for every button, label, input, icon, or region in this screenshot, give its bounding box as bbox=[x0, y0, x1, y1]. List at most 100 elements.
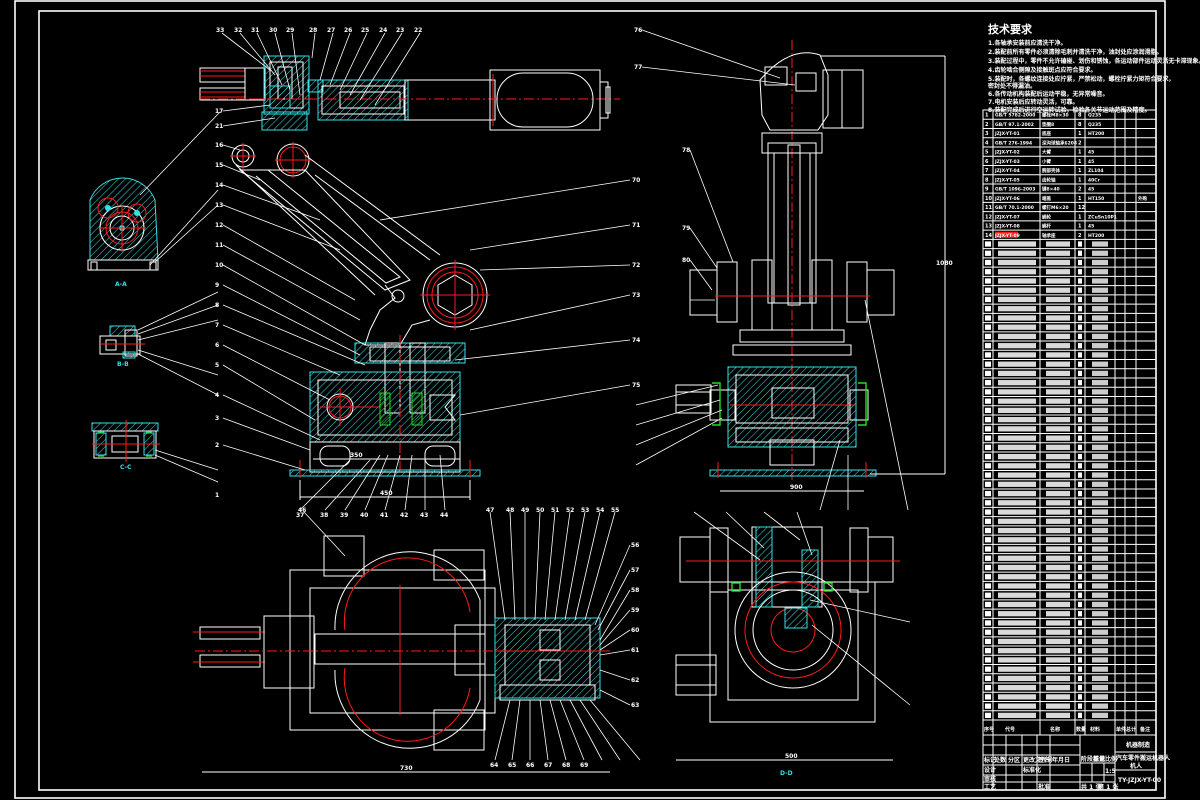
svg-text:21: 21 bbox=[215, 123, 223, 130]
section-A-A: A-A bbox=[87, 177, 159, 288]
svg-text:HT200: HT200 bbox=[1088, 131, 1104, 137]
svg-text:3: 3 bbox=[985, 131, 989, 137]
svg-text:38: 38 bbox=[320, 512, 328, 519]
front-elevation-view: 900 1080 bbox=[675, 40, 953, 492]
svg-text:2: 2 bbox=[985, 122, 989, 128]
svg-text:ZCuSn10P1: ZCuSn10P1 bbox=[1088, 214, 1117, 220]
parts-list-row bbox=[985, 537, 1108, 543]
svg-text:47: 47 bbox=[486, 507, 494, 514]
svg-text:29: 29 bbox=[286, 27, 294, 34]
svg-text:45: 45 bbox=[1088, 224, 1094, 230]
forearm-tube bbox=[317, 79, 409, 121]
parts-list-row bbox=[985, 629, 1108, 635]
label-checked: 审核 bbox=[984, 775, 996, 783]
svg-text:37: 37 bbox=[296, 512, 304, 519]
section-C-C: C-C bbox=[91, 420, 160, 471]
svg-text:GB/T 97.1-2002: GB/T 97.1-2002 bbox=[995, 122, 1034, 128]
parts-list-row bbox=[985, 370, 1108, 377]
dim-base-width: 450 bbox=[380, 490, 393, 497]
svg-text:64: 64 bbox=[490, 762, 498, 769]
parts-list-row bbox=[985, 657, 1108, 663]
label-date: 年月日 bbox=[1052, 756, 1070, 764]
parts-list-row bbox=[985, 444, 1108, 450]
svg-text:71: 71 bbox=[632, 222, 640, 229]
parts-list-header-cell: 材料 bbox=[1090, 726, 1100, 733]
technical-requirements: 技术要求 1.各轴承安装前应清洗干净。 2.装配前所有零件必须清除毛刺并清洗干净… bbox=[988, 22, 1200, 114]
parts-list-row bbox=[985, 703, 1108, 709]
tech-req-item: 5.装配时，各螺纹连接处应拧紧，严禁松动，螺栓拧紧力矩符合要求， bbox=[988, 75, 1174, 83]
svg-text:JZJX-YT-06: JZJX-YT-06 bbox=[994, 196, 1020, 202]
svg-text:GB/T 1096-2003: GB/T 1096-2003 bbox=[995, 187, 1035, 193]
svg-text:JZJX-YT-07: JZJX-YT-07 bbox=[994, 214, 1020, 220]
svg-text:GB/T 276-1994: GB/T 276-1994 bbox=[995, 140, 1032, 146]
front-gearbox bbox=[727, 366, 857, 448]
label-designed: 设计 bbox=[984, 766, 996, 774]
sheet-number: 第 1 张 bbox=[1097, 783, 1119, 791]
svg-text:4: 4 bbox=[215, 392, 219, 399]
svg-text:56: 56 bbox=[631, 542, 639, 549]
svg-text:13: 13 bbox=[215, 202, 223, 209]
scale-value: 1:5 bbox=[1105, 768, 1116, 775]
parts-list-header-cell: 总计 bbox=[1126, 726, 1136, 733]
label-standardization: 标准化 bbox=[1022, 766, 1041, 774]
svg-text:5: 5 bbox=[215, 362, 219, 369]
svg-text:9: 9 bbox=[985, 187, 989, 193]
parts-list-row bbox=[985, 611, 1108, 617]
parts-list-row bbox=[985, 343, 1108, 349]
outer-border bbox=[14, 0, 1166, 799]
svg-text:27: 27 bbox=[327, 27, 335, 34]
parts-list-row bbox=[985, 638, 1108, 645]
svg-text:1: 1 bbox=[1078, 168, 1082, 174]
svg-text:1: 1 bbox=[1078, 214, 1082, 220]
svg-text:大臂: 大臂 bbox=[1042, 149, 1051, 156]
svg-text:45: 45 bbox=[1088, 150, 1094, 156]
svg-text:24: 24 bbox=[379, 27, 387, 34]
parts-list-row bbox=[985, 601, 1108, 608]
svg-text:14: 14 bbox=[985, 233, 992, 239]
svg-text:1: 1 bbox=[1078, 224, 1082, 230]
section-leaders bbox=[137, 111, 221, 483]
front-base-plate bbox=[709, 469, 877, 477]
svg-text:63: 63 bbox=[631, 702, 639, 709]
plan-leader-numbers: 46 47 48 49 50 51 52 53 54 55 56 57 58 5… bbox=[298, 507, 639, 769]
svg-text:33: 33 bbox=[216, 27, 224, 34]
svg-text:12: 12 bbox=[1078, 205, 1085, 211]
tech-req-item: 6.各传动机构装配后运动平稳，无异常噪音。 bbox=[988, 90, 1108, 98]
label-mark: 标记 bbox=[983, 756, 996, 764]
parts-list-row bbox=[985, 472, 1108, 478]
svg-text:52: 52 bbox=[566, 507, 574, 514]
plan-view: 730 bbox=[193, 535, 610, 773]
svg-text:67: 67 bbox=[544, 762, 552, 769]
parts-list-row bbox=[985, 509, 1108, 515]
svg-text:55: 55 bbox=[611, 507, 619, 514]
svg-text:61: 61 bbox=[631, 647, 639, 654]
svg-text:2: 2 bbox=[215, 442, 219, 449]
tech-req-item: 4.齿轮啮合侧隙及接触斑点应符合要求。 bbox=[988, 66, 1096, 74]
svg-text:39: 39 bbox=[340, 512, 348, 519]
parts-list-row bbox=[985, 389, 1108, 395]
svg-text:32: 32 bbox=[234, 27, 242, 34]
svg-text:8: 8 bbox=[1078, 122, 1082, 128]
label-stage-mark: 阶段标记 bbox=[1081, 755, 1105, 763]
svg-text:80: 80 bbox=[682, 257, 690, 264]
parts-list-header-cell: 序号 bbox=[983, 726, 994, 733]
svg-text:1: 1 bbox=[1078, 159, 1082, 165]
parts-list-header-cell: 备注 bbox=[1139, 726, 1150, 733]
svg-text:5: 5 bbox=[985, 150, 989, 156]
parts-list-header-cell: 单件 bbox=[1116, 726, 1126, 733]
svg-text:12: 12 bbox=[985, 214, 992, 220]
label-zone: 分区 bbox=[1008, 756, 1020, 764]
parts-list-row bbox=[985, 426, 1108, 432]
parts-list-row bbox=[985, 546, 1108, 552]
svg-text:78: 78 bbox=[682, 147, 690, 154]
svg-text:1: 1 bbox=[985, 113, 989, 119]
parts-list-row bbox=[985, 453, 1108, 460]
svg-text:40Cr: 40Cr bbox=[1088, 177, 1101, 183]
svg-text:14: 14 bbox=[215, 182, 223, 189]
parts-list-row bbox=[985, 380, 1108, 386]
svg-text:JZJX-YT-08: JZJX-YT-08 bbox=[994, 224, 1020, 230]
svg-text:69: 69 bbox=[580, 762, 588, 769]
